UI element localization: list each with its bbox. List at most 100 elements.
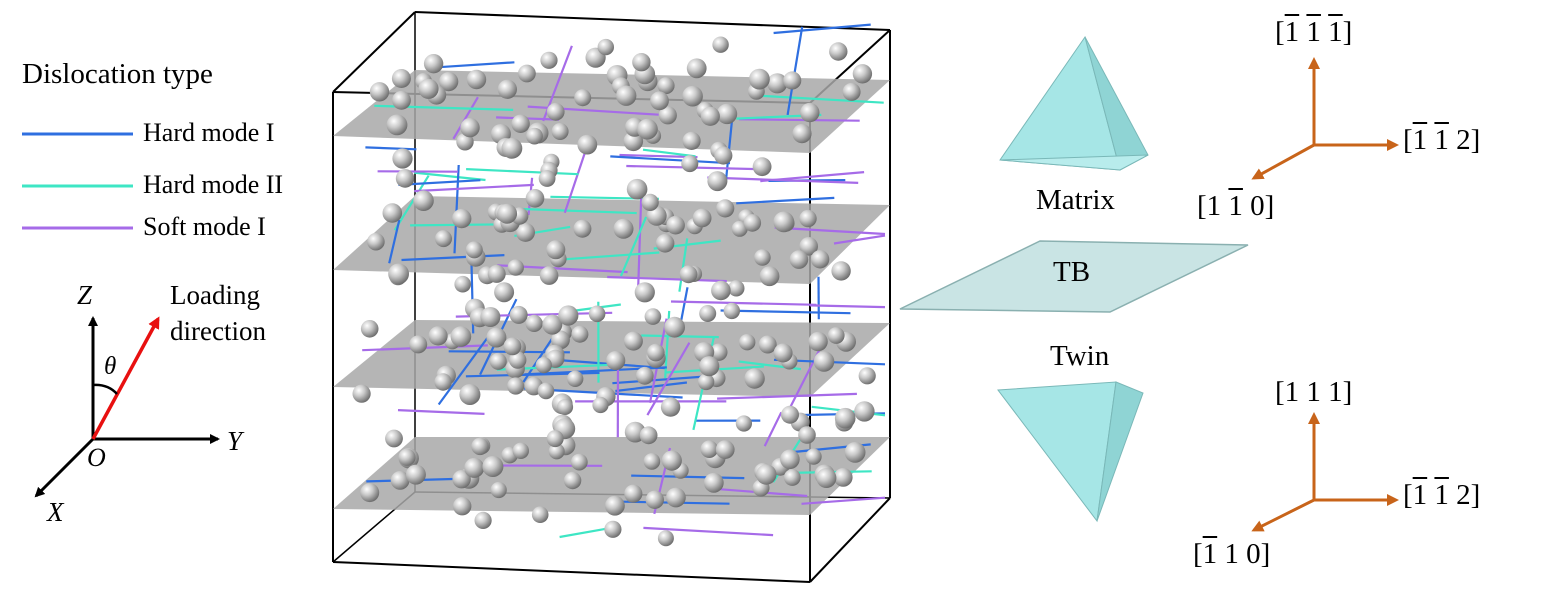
precipitate-spheres [352, 36, 876, 547]
sphere [382, 203, 403, 223]
dislocation-line [763, 411, 783, 447]
sphere [571, 325, 589, 343]
sphere [360, 320, 379, 338]
sphere [367, 232, 385, 251]
sphere [360, 483, 380, 503]
sphere [658, 106, 677, 125]
index-digit: 0 [1246, 538, 1261, 570]
sphere [626, 178, 648, 200]
sphere [754, 249, 771, 266]
sphere [588, 305, 606, 323]
twin-left-direction: [1 1 0] [1193, 538, 1271, 570]
dislocation-line [437, 328, 495, 406]
dislocation-line [559, 527, 611, 539]
sphere [428, 326, 448, 346]
sphere [666, 487, 686, 508]
sphere [418, 78, 439, 99]
sphere [573, 219, 592, 238]
z-axis-label: Z [77, 280, 93, 310]
dislocation-line [643, 526, 774, 537]
sphere [605, 495, 625, 516]
sphere [453, 497, 472, 516]
sphere [434, 373, 452, 391]
sphere [800, 102, 820, 123]
sphere [699, 305, 717, 322]
sphere [574, 89, 592, 107]
sphere [714, 146, 733, 165]
sphere [546, 240, 566, 260]
dislocation-line [809, 304, 886, 309]
dislocation-line [518, 207, 637, 215]
sphere [563, 471, 582, 490]
sphere [423, 54, 444, 74]
dislocation-line [365, 146, 417, 151]
sphere [697, 373, 715, 391]
sphere [456, 133, 474, 151]
index-digit: 1 [1306, 16, 1321, 48]
sphere [833, 468, 853, 487]
sphere [759, 266, 780, 287]
sphere [781, 405, 799, 424]
sphere [731, 220, 748, 237]
sphere [681, 155, 699, 173]
dislocation-line [678, 238, 689, 292]
sphere [810, 250, 830, 269]
dislocation-line [736, 196, 835, 205]
sphere [637, 118, 658, 140]
sphere [509, 305, 528, 324]
sphere [643, 453, 661, 470]
sphere [666, 215, 685, 235]
sphere [369, 82, 390, 102]
dislocation-line [393, 175, 430, 231]
matrix-right-direction: [1 1 2] [1403, 124, 1481, 156]
index-digit: 1 [1412, 479, 1428, 511]
sphere [435, 230, 452, 248]
legend-label-hard-mode-i: Hard mode I [143, 118, 275, 147]
sphere [450, 326, 472, 347]
index-digit: 1 [1328, 376, 1343, 408]
sphere [808, 331, 828, 352]
twin-left-arrow [1251, 498, 1315, 532]
sphere [390, 471, 410, 490]
index-digit: 1 [1434, 479, 1449, 511]
dislocation-line [619, 153, 698, 159]
sphere [707, 171, 728, 192]
sphere [743, 214, 762, 232]
dislocation-line [619, 216, 648, 277]
sphere [546, 430, 564, 448]
sphere [516, 222, 535, 242]
index-digit: 0 [1250, 190, 1265, 222]
dislocation-line [637, 196, 643, 288]
sphere [464, 457, 485, 478]
sphere [752, 157, 772, 177]
sphere [712, 36, 729, 53]
dislocation-line [607, 275, 727, 283]
sphere [501, 137, 523, 159]
sphere [767, 73, 788, 94]
sphere [716, 199, 735, 218]
legend-title: Dislocation type [22, 58, 213, 90]
sphere [783, 71, 802, 90]
sphere [639, 426, 658, 445]
sphere [679, 265, 698, 284]
dislocation-line [680, 287, 689, 321]
sphere [783, 469, 801, 486]
dislocation-line [453, 164, 460, 254]
sphere [799, 237, 818, 256]
dislocation-line [757, 94, 884, 104]
tb-plane [899, 240, 1249, 313]
sphere [509, 351, 527, 369]
sphere [567, 370, 584, 387]
index-digit: 1 [1224, 538, 1239, 570]
dislocation-line [558, 251, 660, 261]
legend-label-soft-mode-i: Soft mode I [143, 212, 266, 241]
sphere [831, 261, 851, 281]
sphere [459, 384, 481, 405]
sphere [852, 64, 873, 84]
index-digit: 1 [1434, 124, 1449, 156]
sphere [535, 357, 552, 374]
sphere [739, 334, 756, 351]
loading-label-line2: direction [170, 316, 266, 346]
sphere [715, 440, 735, 459]
